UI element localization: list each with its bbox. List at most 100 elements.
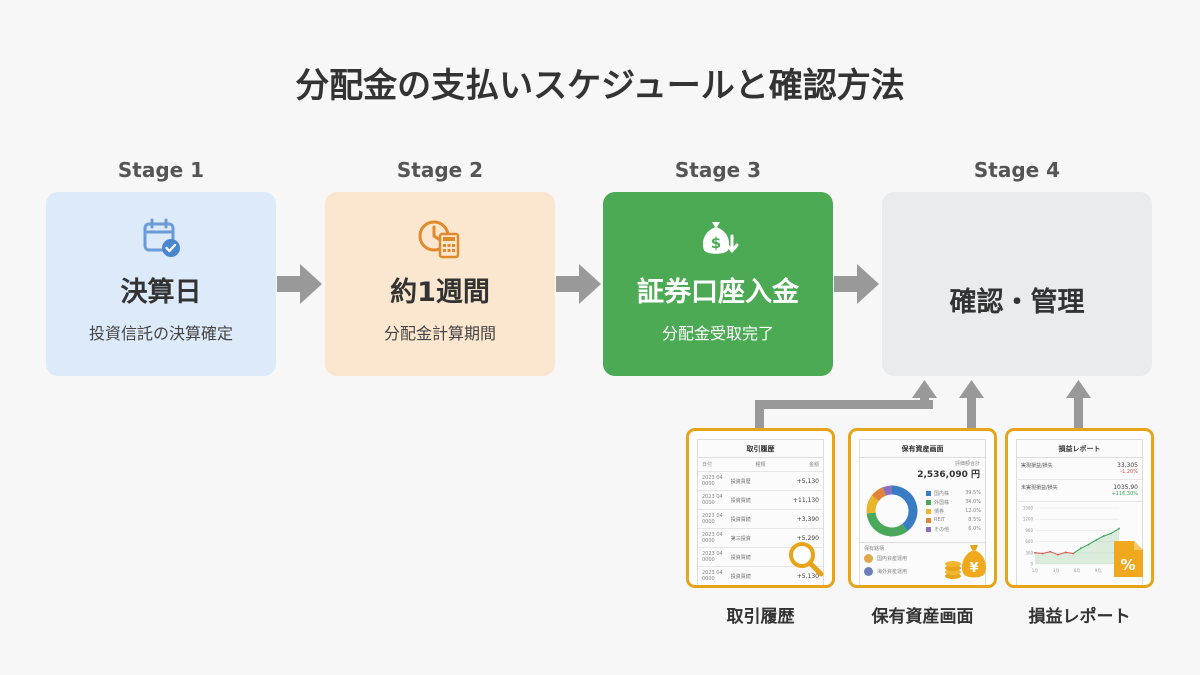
pl-line-segment — [1088, 539, 1097, 546]
holding-name: 国内資産運用 — [877, 556, 908, 562]
pl-line-segment — [1080, 544, 1089, 549]
stage-3-subtitle: 分配金受取完了 — [661, 324, 774, 343]
history-col-type: 種類 — [755, 462, 766, 468]
pl-point — [1102, 535, 1105, 537]
pl-y-tick: 0 — [1030, 562, 1033, 567]
history-col-date: 日付 — [702, 462, 713, 468]
legend-swatch — [926, 490, 931, 496]
page-title: 分配金の支払いスケジュールと確認方法 — [295, 66, 905, 106]
legend-value: 6.0% — [968, 526, 981, 532]
report-stat-name: 未実現損益/損失 — [1021, 485, 1058, 491]
legend-swatch — [926, 508, 931, 514]
percent-document-icon: % — [1114, 541, 1143, 577]
pl-y-tick: 600 — [1025, 539, 1033, 544]
pl-line-segment — [1072, 547, 1082, 554]
history-row-name: 投資買続 — [730, 516, 751, 523]
pl-point — [1095, 539, 1097, 542]
stage-2-card: 約1週間 分配金計算期間 — [325, 192, 555, 376]
legend-value: 8.5% — [968, 517, 981, 523]
arrow-stage-1-to-2 — [277, 264, 322, 304]
pl-area — [1035, 528, 1119, 564]
stage-3-label: Stage 3 — [674, 158, 762, 182]
report-screen-title: 損益レポート — [1017, 440, 1142, 458]
clock-calculator-icon — [325, 216, 555, 260]
report-stat-value: 1035,90 — [1113, 484, 1138, 491]
pl-line-segment — [1034, 552, 1043, 555]
legend-name: その他 — [934, 526, 950, 533]
report-screen-thumbnail: 損益レポート 実現損益/損失 33,305 -1.20% 未実現損益/損失 10… — [1005, 428, 1154, 588]
donut-slice-3 — [871, 487, 887, 502]
history-row-date: 2023 04 — [702, 551, 723, 557]
stage-1-card: 決算日 投資信託の決算確定 — [46, 192, 276, 376]
history-row-sub: 0000 — [702, 500, 715, 506]
svg-text:%: % — [1120, 556, 1135, 574]
holdings-list-title: 保有銘柄 — [864, 546, 885, 552]
holdings-screen-label: 保有資産画面 — [871, 607, 974, 627]
pl-point — [1064, 551, 1067, 554]
pl-x-tick: 9月 — [1095, 568, 1102, 573]
svg-text:$: $ — [711, 234, 721, 252]
pl-y-tick: 300 — [1025, 550, 1033, 555]
pl-y-tick: 1500 — [1023, 506, 1034, 511]
pl-line-segment — [1057, 551, 1066, 556]
pl-line-segment — [1111, 528, 1120, 534]
donut-slice-2 — [866, 495, 880, 514]
magnifier-icon — [789, 542, 824, 577]
history-row-date: 2023 04 — [702, 570, 723, 576]
stage-1-title: 決算日 — [120, 277, 202, 308]
history-row-name: 投資買続 — [730, 497, 751, 504]
history-row-sub: 0000 — [702, 538, 715, 544]
holding-avatar — [864, 567, 873, 576]
history-row-sub: 0000 — [702, 519, 715, 525]
history-row-date: 2023 04 — [702, 475, 723, 481]
history-row-name: 第三投資 — [730, 535, 751, 542]
history-screen-title: 取引履歴 — [698, 440, 823, 458]
holding-name: 海外資産運用 — [877, 569, 908, 575]
history-row-date: 2023 04 — [702, 494, 723, 500]
pl-line-chart: 1500120090060030001月3月6月9月12月 — [1023, 506, 1124, 574]
stage-3-card: $ 証券口座入金 分配金受取完了 — [603, 192, 833, 376]
legend-name: 債券 — [934, 508, 945, 515]
stage-1-subtitle: 投資信託の決算確定 — [88, 324, 233, 343]
stage-3-title: 証券口座入金 — [637, 277, 799, 308]
history-screen-label: 取引履歴 — [726, 607, 795, 627]
report-stat-value: 33,305 — [1117, 462, 1138, 469]
pl-line-segment — [1065, 551, 1074, 555]
legend-name: 国内株 — [934, 490, 950, 497]
pl-point — [1041, 552, 1044, 555]
pl-point — [1087, 543, 1090, 546]
legend-swatch — [926, 526, 931, 532]
pl-line-segment — [1103, 532, 1112, 537]
report-stat-name: 実現損益/損失 — [1021, 463, 1053, 469]
legend-swatch — [926, 517, 931, 523]
pl-point — [1049, 550, 1052, 553]
report-stat-delta: -1.20% — [1120, 469, 1138, 475]
pl-point — [1034, 551, 1036, 554]
history-row-name: 投資買歴 — [730, 478, 751, 485]
legend-value: 12.0% — [965, 508, 981, 514]
donut-slice-4 — [882, 485, 893, 496]
stage-2-subtitle: 分配金計算期間 — [383, 324, 496, 343]
history-row-date: 2023 04 — [702, 532, 723, 538]
legend-value: 34.0% — [965, 499, 981, 505]
arrow-holdings-to-stage-4 — [959, 380, 984, 428]
stage-2-title: 約1週間 — [390, 277, 490, 308]
pl-point — [1079, 547, 1082, 550]
history-row-sub: 0000 — [702, 481, 715, 487]
pl-line-segment — [1042, 551, 1051, 555]
pl-x-tick: 3月 — [1053, 568, 1060, 573]
holdings-screen-thumbnail: 保有資産画面 評価額合計 2,536,090 円 国内株 39.5% 外国株 3… — [848, 428, 997, 588]
calendar-check-icon — [46, 216, 276, 260]
holdings-total-value: 2,536,090 円 — [917, 470, 980, 480]
stage-2-label: Stage 2 — [396, 158, 484, 182]
arrow-stage-2-to-3 — [556, 264, 601, 304]
pl-y-tick: 1200 — [1023, 517, 1034, 522]
pl-point — [1110, 532, 1113, 535]
